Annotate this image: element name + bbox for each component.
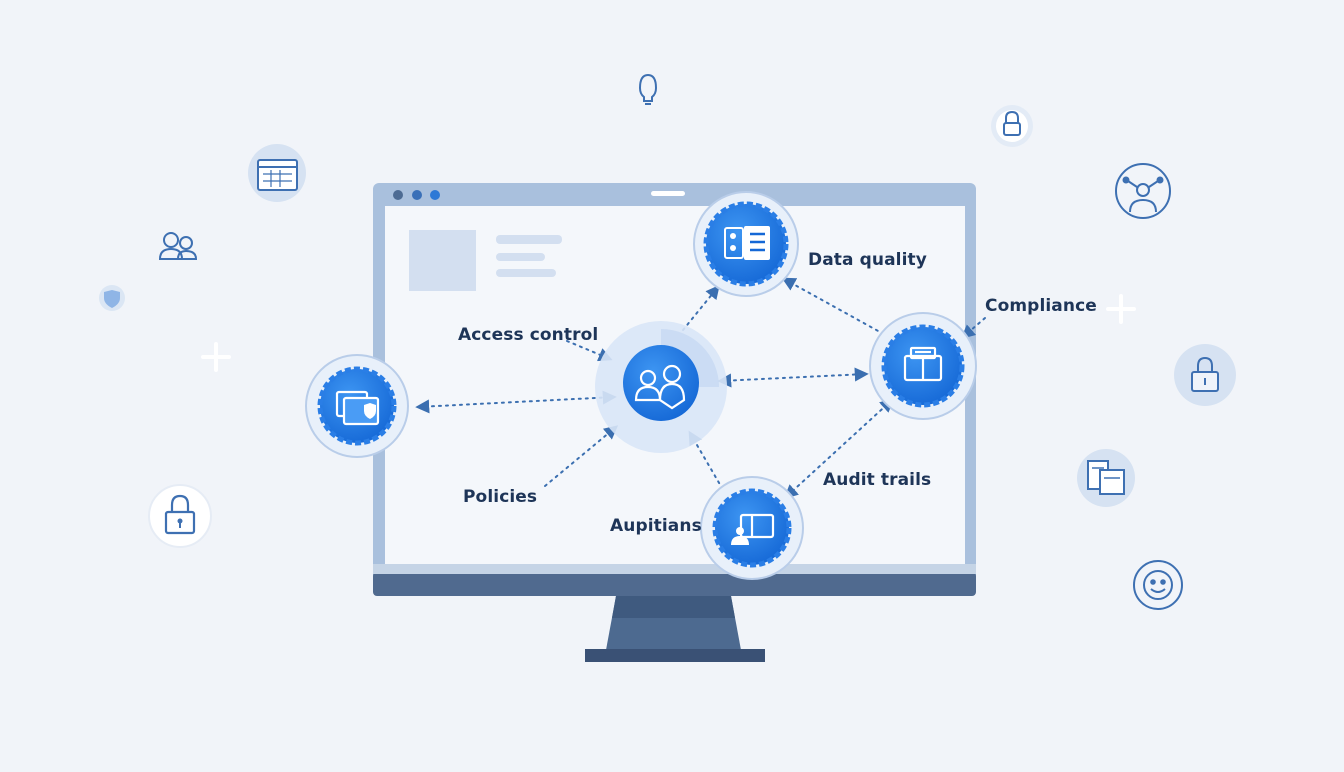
smiley-icon — [1133, 560, 1183, 610]
monitor-base — [585, 649, 765, 662]
node-policies[interactable] — [305, 354, 409, 458]
placeholder-line-1 — [496, 235, 562, 244]
node-data-quality[interactable] — [693, 191, 799, 297]
users-shield-icon — [634, 364, 686, 410]
connector-center-data-quality — [682, 284, 720, 331]
lock-icon — [991, 105, 1033, 147]
node-aupitians[interactable] — [700, 476, 804, 580]
label-data-quality: Data quality — [808, 250, 927, 270]
document-stack-icon — [903, 346, 943, 382]
network-head-icon — [1115, 163, 1171, 219]
camera-bar — [651, 191, 685, 196]
connections — [415, 277, 986, 499]
lightbulb-icon — [638, 73, 658, 105]
connector-policies-center — [544, 425, 619, 487]
window-dot-2[interactable] — [412, 190, 422, 200]
node-access-control[interactable] — [595, 321, 727, 453]
plus-icon — [1106, 294, 1136, 324]
connector-access-label — [566, 340, 613, 362]
connector-data-quality-compliance — [781, 277, 881, 333]
people-board-icon — [731, 513, 775, 545]
lock-icon — [148, 484, 212, 548]
window-dot-3[interactable] — [430, 190, 440, 200]
connector-center-compliance — [717, 367, 869, 388]
placeholder-image — [409, 230, 476, 291]
connector-compliance-aupitians — [783, 398, 895, 499]
heart-shield-icon — [99, 285, 125, 311]
checklist-icon — [724, 226, 770, 260]
monitor-bezel-bottom — [373, 572, 976, 596]
label-aupitians: Aupitians — [610, 516, 702, 536]
lock-icon — [1174, 344, 1236, 406]
documents-icon — [1077, 449, 1135, 507]
node-compliance[interactable] — [869, 312, 977, 420]
placeholder-line-2 — [496, 253, 545, 261]
folder-shield-icon — [335, 390, 380, 426]
window-dot-1[interactable] — [393, 190, 403, 200]
users-icon — [158, 232, 198, 260]
browser-grid-icon — [248, 144, 306, 202]
connector-center-policies — [415, 390, 617, 414]
label-policies: Policies — [463, 487, 538, 507]
label-access-control: Access control — [458, 325, 599, 345]
label-compliance: Compliance — [985, 296, 1097, 316]
label-audit-trails: Audit trails — [823, 470, 932, 490]
plus-icon — [201, 342, 231, 372]
placeholder-line-3 — [496, 269, 556, 277]
connector-compliance-label — [960, 317, 986, 339]
